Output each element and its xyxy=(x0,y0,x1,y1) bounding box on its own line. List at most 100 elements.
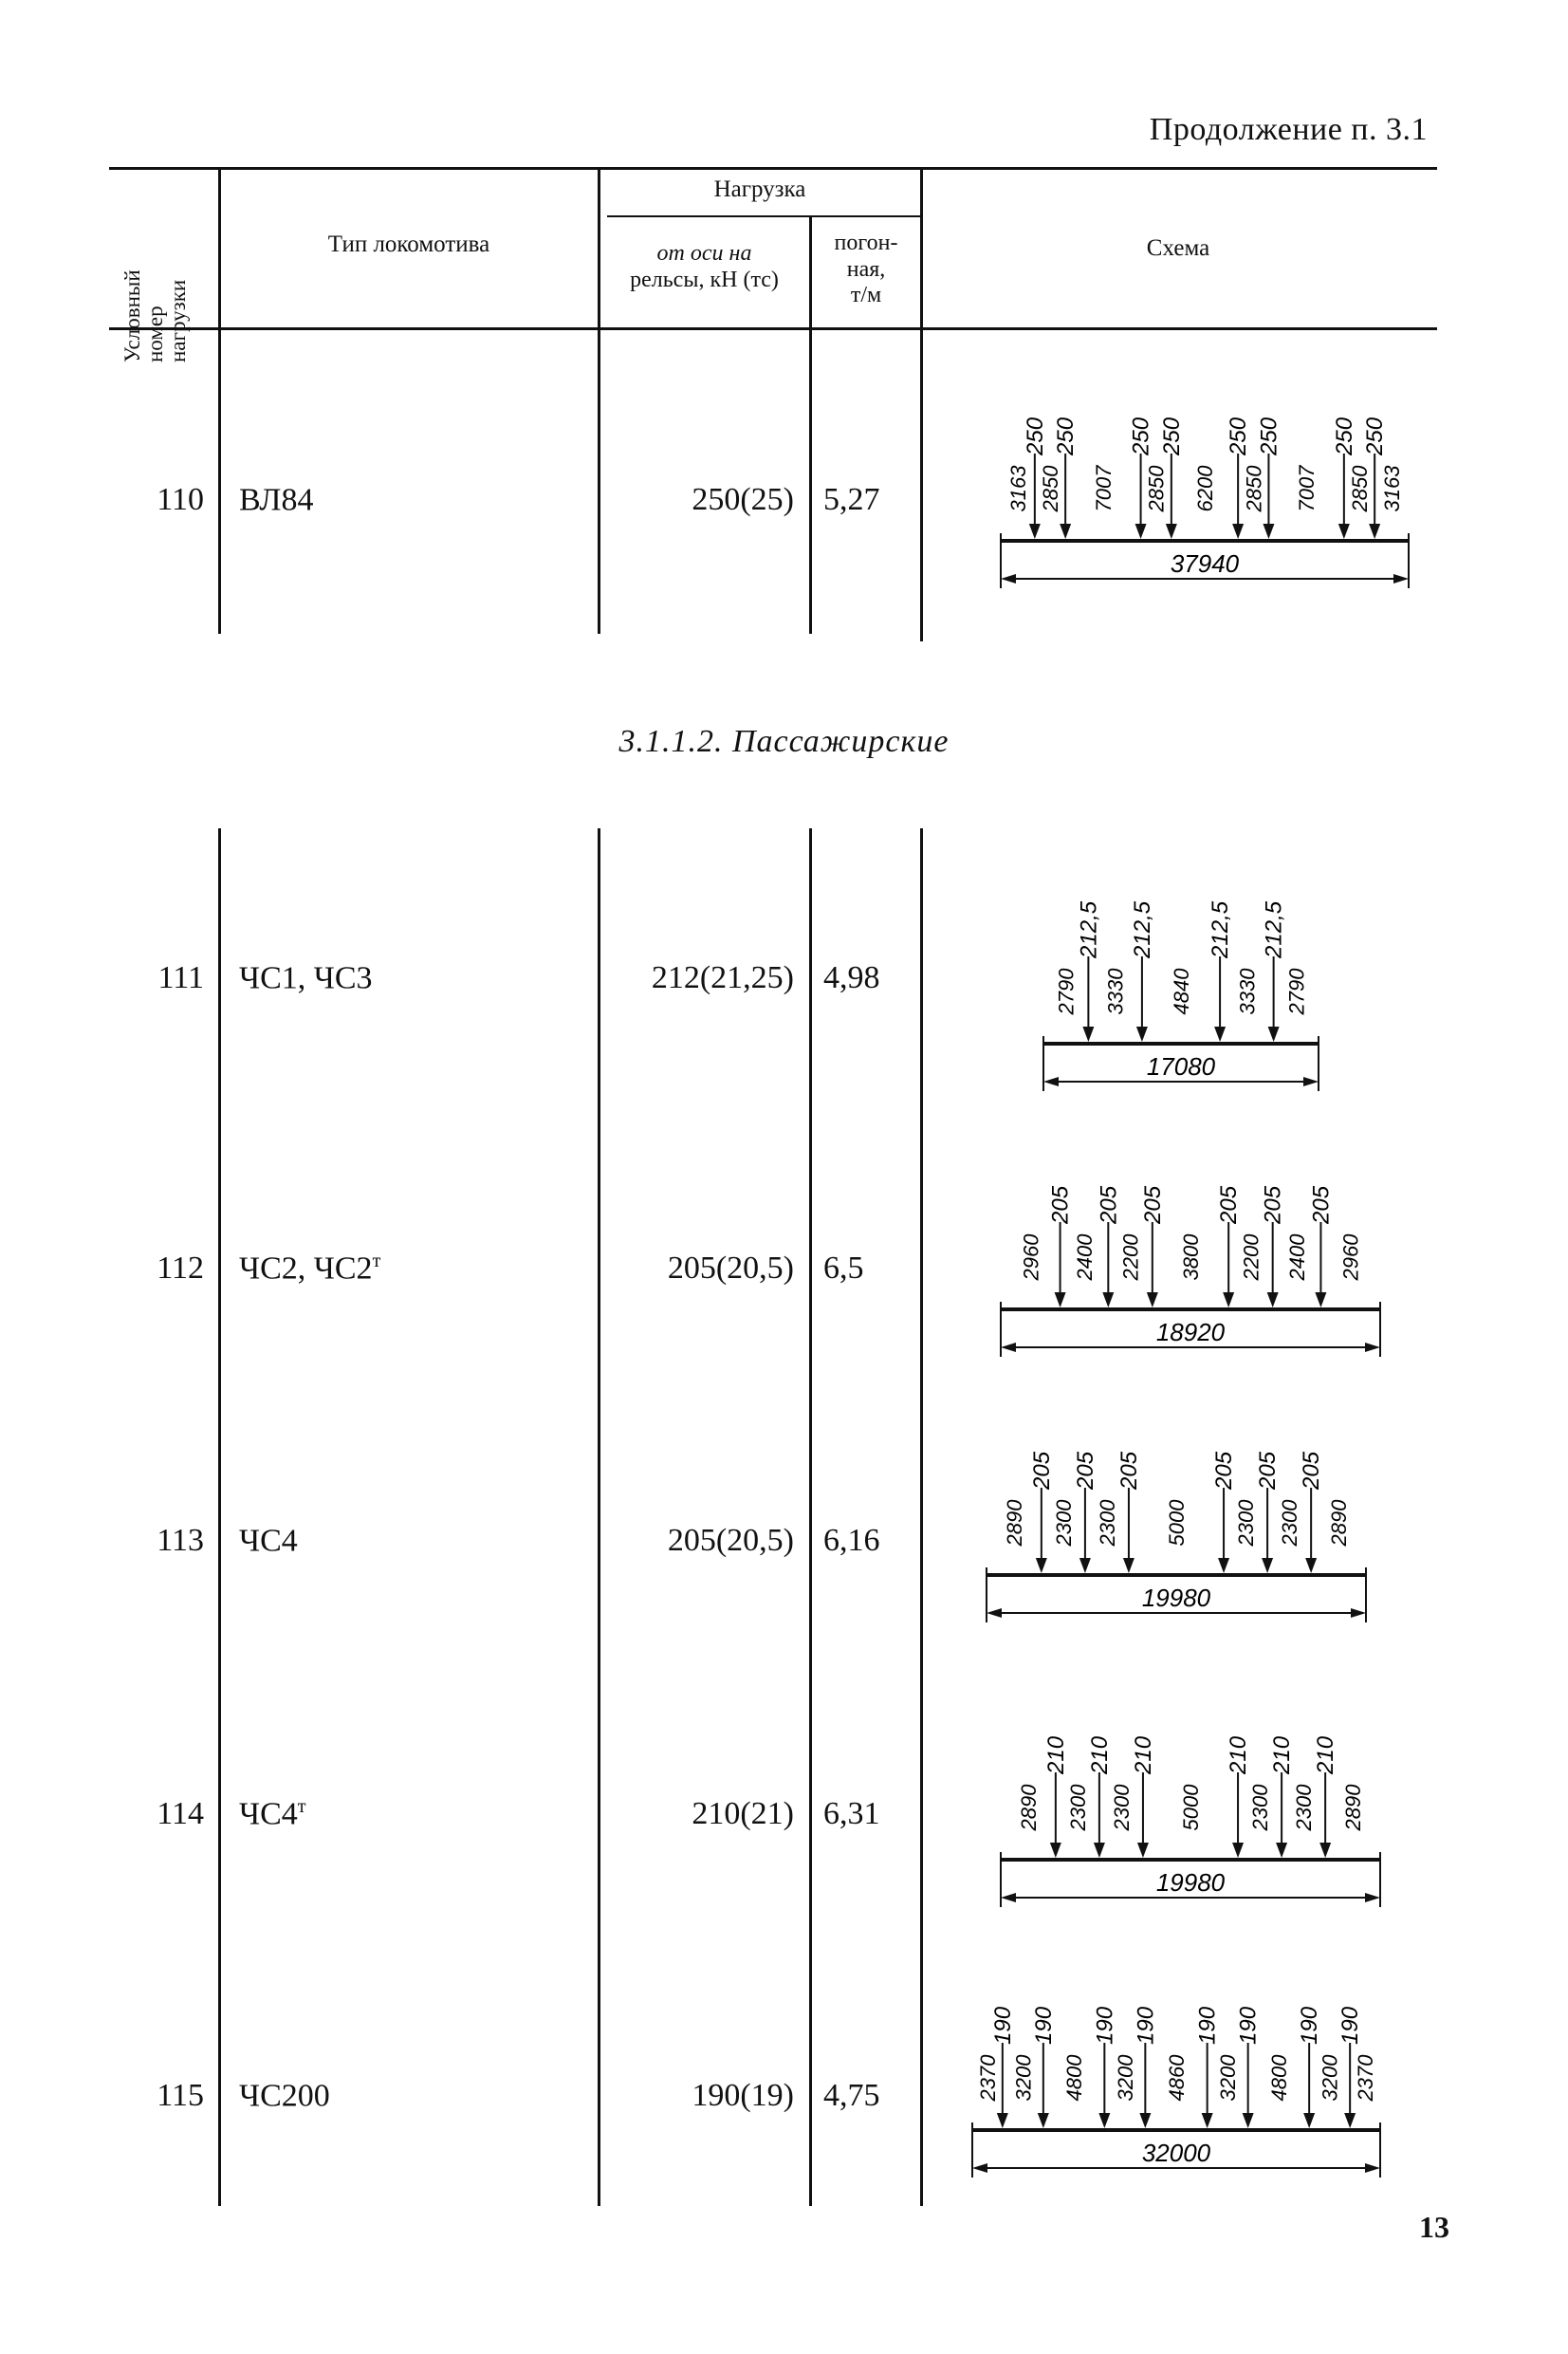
column-divider xyxy=(809,828,812,2206)
running-load: 6,31 xyxy=(823,1796,880,1831)
locomotive-type-name: ЧС4 xyxy=(239,1523,298,1559)
load-arrow-head xyxy=(1232,1843,1245,1858)
axle-load-label: 190 xyxy=(1236,2006,1262,2045)
scheme-total-length: 37940 xyxy=(1171,549,1240,578)
header-running-load: погон- ная, т/м xyxy=(834,231,898,308)
load-arrow-head xyxy=(1098,2113,1111,2128)
locomotive-type-name: ЧС2, ЧС2 xyxy=(239,1251,373,1287)
load-arrow-head xyxy=(1093,1843,1105,1858)
axle-spacing-label: 5000 xyxy=(1165,1499,1189,1547)
load-arrow-head xyxy=(1165,524,1177,539)
axle-load-label: 212,5 xyxy=(1076,900,1101,959)
continuation-note: Продолжение п. 3.1 xyxy=(1149,112,1428,147)
axle-spacing-label: 4800 xyxy=(1267,2054,1291,2102)
row-number: 113 xyxy=(157,1523,204,1558)
axle-spacing-label: 2850 xyxy=(1145,465,1169,513)
axle-spacing-label: 2300 xyxy=(1278,1499,1301,1548)
axle-spacing-label: 2300 xyxy=(1248,1784,1272,1832)
column-divider xyxy=(598,330,600,634)
load-arrow-head xyxy=(1276,1843,1288,1858)
header-divider xyxy=(598,169,600,328)
axle-load-label: 212,5 xyxy=(1130,900,1155,959)
load-arrow-head xyxy=(1102,1292,1115,1307)
axle-load-label: 212,5 xyxy=(1208,900,1233,959)
locomotive-type-superscript: т xyxy=(297,1796,306,1817)
scheme-dimension-arrow xyxy=(1365,1893,1380,1902)
header-divider xyxy=(809,217,812,328)
header-load: Нагрузка xyxy=(713,176,806,202)
axle-load-label: 210 xyxy=(1313,1735,1338,1775)
load-arrow-head xyxy=(1146,1292,1158,1307)
axle-load-label: 205 xyxy=(1096,1185,1121,1225)
locomotive-type-superscript: т xyxy=(372,1251,381,1271)
load-arrow-head xyxy=(1344,2113,1356,2128)
load-arrow-head xyxy=(1369,524,1381,539)
scheme-dimension-arrow xyxy=(1043,1077,1059,1086)
axle-load-label: 250 xyxy=(1226,417,1251,456)
page-number: 13 xyxy=(1419,2210,1449,2244)
running-load: 5,27 xyxy=(823,482,880,517)
axle-load-label: 205 xyxy=(1029,1451,1055,1491)
axle-load: 205(20,5) xyxy=(667,1251,794,1286)
axle-spacing-label: 3163 xyxy=(1380,465,1404,512)
locomotive-type: ЧС4 xyxy=(239,1523,298,1559)
scheme-total-length: 17080 xyxy=(1147,1052,1216,1081)
axle-load-label: 205 xyxy=(1211,1451,1237,1491)
axle-spacing-label: 2300 xyxy=(1066,1784,1090,1832)
axle-spacing-label: 3330 xyxy=(1235,968,1259,1015)
scheme-dimension-arrow xyxy=(1001,574,1016,584)
load-arrow-head xyxy=(1214,1027,1227,1042)
locomotive-type: ЧС200 xyxy=(239,2078,330,2114)
locomotive-type-name: ЧС200 xyxy=(239,2078,330,2114)
scheme-total-length: 32000 xyxy=(1142,2139,1211,2167)
load-arrow-head xyxy=(996,2113,1008,2128)
load-arrow-head xyxy=(1305,1558,1318,1573)
scheme-dimension-arrow xyxy=(1001,1893,1016,1902)
axle-spacing-label: 2370 xyxy=(976,2054,1000,2103)
load-arrow-head xyxy=(1232,524,1245,539)
load-arrow-head xyxy=(1139,2113,1152,2128)
axle-spacing-label: 3200 xyxy=(1319,2054,1342,2102)
load-arrow-head xyxy=(1218,1558,1230,1573)
load-arrow-head xyxy=(1037,2113,1049,2128)
axle-load-label: 250 xyxy=(1332,417,1357,456)
load-arrow-head xyxy=(1266,1292,1279,1307)
scheme-total-length: 19980 xyxy=(1156,1868,1226,1897)
axle-load-label: 210 xyxy=(1087,1735,1113,1775)
axle-load-label: 210 xyxy=(1226,1735,1251,1775)
running-load: 6,5 xyxy=(823,1251,864,1286)
header-divider xyxy=(920,169,923,328)
axle-spacing-label: 2300 xyxy=(1234,1499,1258,1548)
axle-load-label: 205 xyxy=(1073,1451,1098,1491)
load-arrow-head xyxy=(1319,1843,1332,1858)
locomotive-type-name: ЧС1, ЧС3 xyxy=(239,960,373,996)
scheme-dimension-arrow xyxy=(1001,1343,1016,1352)
scheme-dimension-arrow xyxy=(1393,574,1409,584)
axle-load-label: 250 xyxy=(1256,417,1282,456)
load-arrow-head xyxy=(1223,1292,1235,1307)
load-arrow-head xyxy=(1060,524,1072,539)
load-arrow-head xyxy=(1201,2113,1213,2128)
axle-spacing-label: 2890 xyxy=(1327,1499,1351,1548)
axle-load-label: 250 xyxy=(1053,417,1079,456)
axle-load-label: 250 xyxy=(1129,417,1154,456)
axle-spacing-label: 3200 xyxy=(1216,2054,1240,2102)
axle-load: 190(19) xyxy=(692,2078,794,2113)
table-top-rule xyxy=(109,167,1437,170)
axle-spacing-label: 6200 xyxy=(1193,465,1217,512)
column-divider xyxy=(218,330,221,634)
axle-load: 250(25) xyxy=(692,482,794,517)
scheme-dimension-arrow xyxy=(987,1608,1002,1618)
axle-load-label: 210 xyxy=(1269,1735,1295,1775)
axle-spacing-label: 2890 xyxy=(1341,1784,1365,1832)
row-number: 111 xyxy=(157,960,204,995)
header-axle-load: от оси на рельсы, кН (тс) xyxy=(630,241,779,292)
axle-load-label: 205 xyxy=(1299,1451,1324,1491)
axle-spacing-label: 3800 xyxy=(1179,1233,1203,1281)
scheme-total-length: 19980 xyxy=(1142,1584,1211,1612)
axle-spacing-label: 2300 xyxy=(1110,1784,1134,1832)
